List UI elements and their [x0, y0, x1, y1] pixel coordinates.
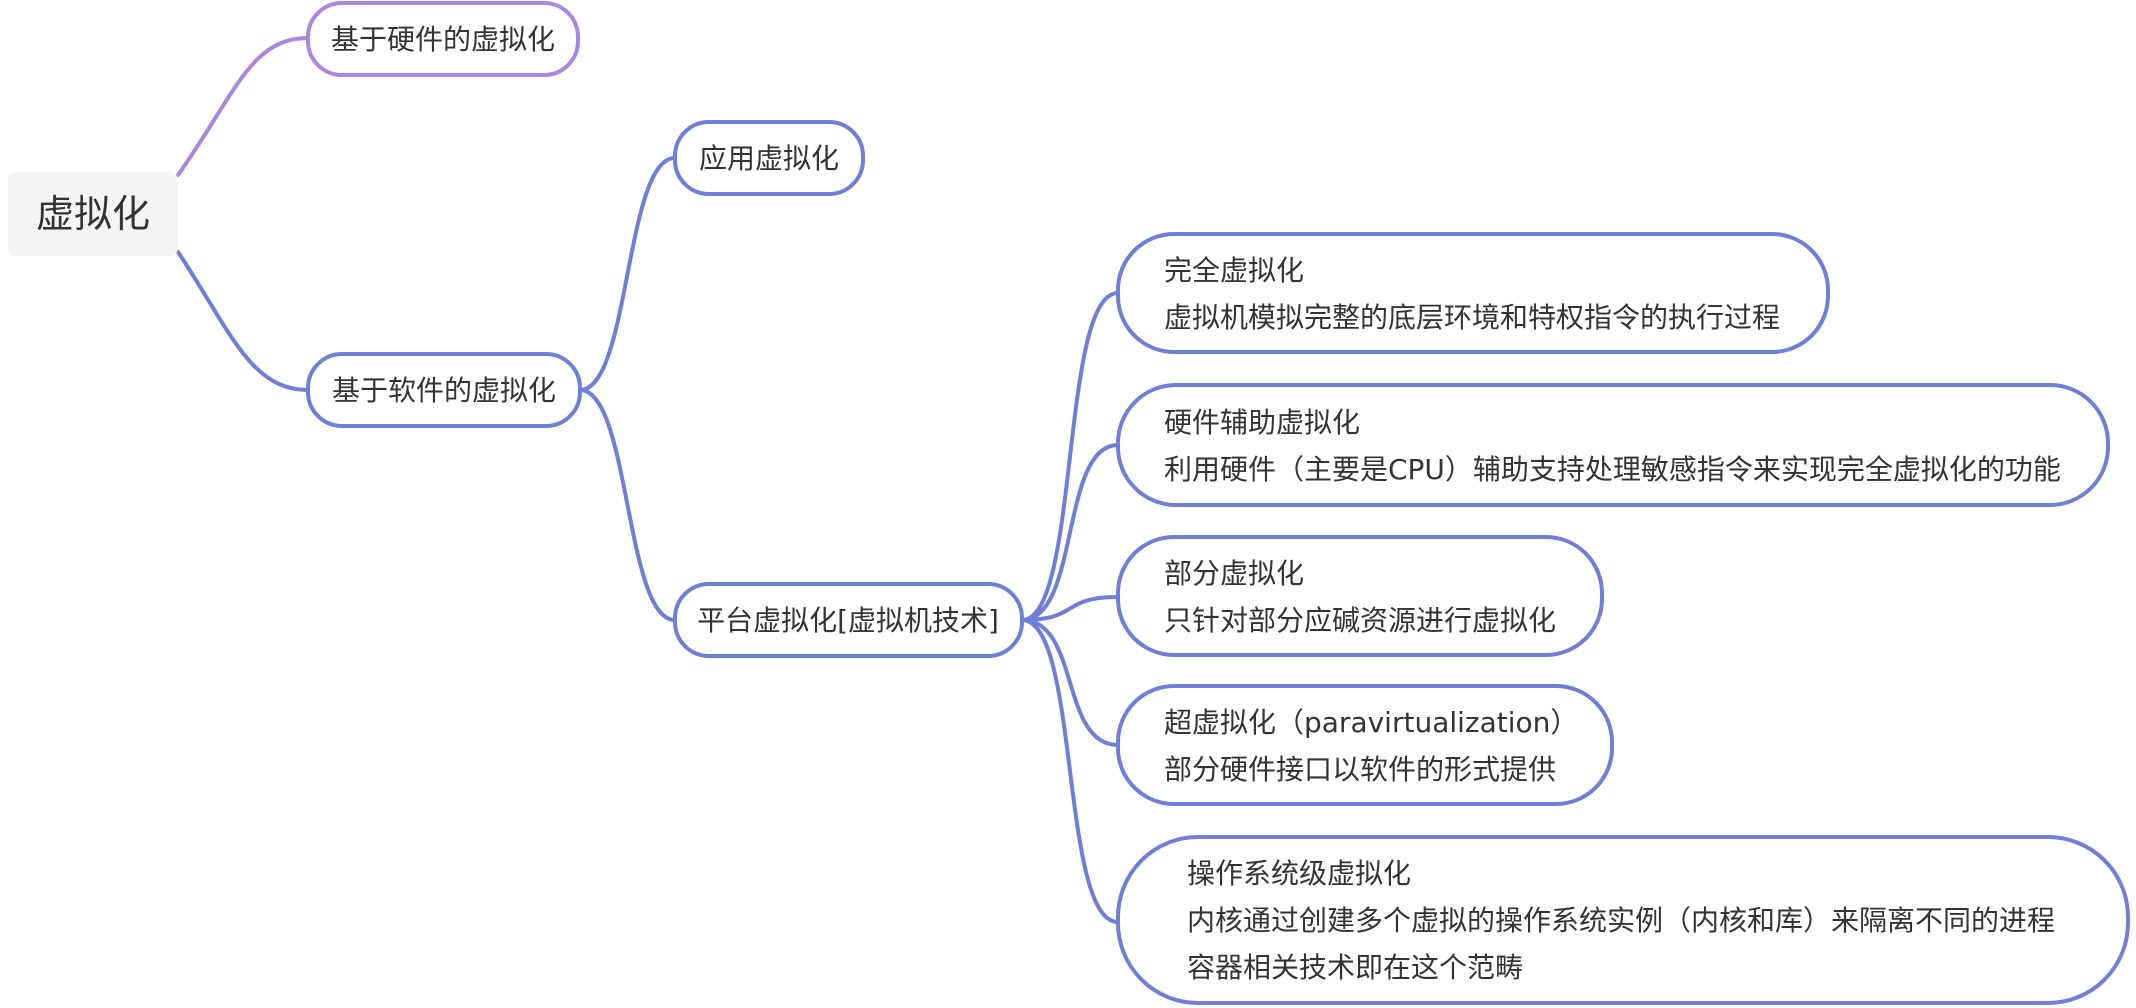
node-full-virtualization-desc: 虚拟机模拟完整的底层环境和特权指令的执行过程: [1164, 301, 1780, 334]
node-os-virtualization-note: 容器相关技术即在这个范畴: [1187, 951, 1523, 984]
edge-platform-para: [1020, 618, 1120, 747]
edge-platform-partial: [1020, 595, 1120, 622]
node-para-virtualization-desc: 部分硬件接口以软件的形式提供: [1164, 753, 1556, 786]
node-partial-virtualization[interactable]: 部分虚拟化 只针对部分应碱资源进行虚拟化: [1116, 535, 1604, 657]
node-os-virtualization-title: 操作系统级虚拟化: [1187, 857, 1411, 890]
edge-software-app: [578, 156, 677, 392]
node-hardware-virtualization[interactable]: 基于硬件的虚拟化: [306, 1, 580, 77]
node-platform-virtualization[interactable]: 平台虚拟化[虚拟机技术]: [673, 582, 1024, 658]
edge-platform-full: [1020, 291, 1120, 622]
node-software-virtualization-label: 基于软件的虚拟化: [332, 374, 556, 407]
node-software-virtualization[interactable]: 基于软件的虚拟化: [306, 352, 582, 428]
edge-platform-os: [1020, 618, 1120, 924]
root-label: 虚拟化: [36, 192, 150, 236]
node-os-virtualization[interactable]: 操作系统级虚拟化 内核通过创建多个虚拟的操作系统实例（内核和库）来隔离不同的进程…: [1116, 835, 2130, 1005]
node-para-virtualization-title: 超虚拟化（paravirtualization）: [1164, 706, 1578, 739]
node-partial-virtualization-title: 部分虚拟化: [1164, 557, 1304, 590]
node-app-virtualization[interactable]: 应用虚拟化: [673, 120, 865, 196]
node-full-virtualization-title: 完全虚拟化: [1164, 254, 1304, 287]
root-node[interactable]: 虚拟化: [8, 172, 178, 256]
edge-root-software: [176, 250, 310, 392]
node-platform-virtualization-label: 平台虚拟化[虚拟机技术]: [697, 604, 999, 637]
node-hwassist-virtualization-title: 硬件辅助虚拟化: [1164, 406, 1360, 439]
node-hwassist-virtualization[interactable]: 硬件辅助虚拟化 利用硬件（主要是CPU）辅助支持处理敏感指令来实现完全虚拟化的功…: [1116, 383, 2110, 507]
node-partial-virtualization-desc: 只针对部分应碱资源进行虚拟化: [1164, 604, 1556, 637]
node-full-virtualization[interactable]: 完全虚拟化 虚拟机模拟完整的底层环境和特权指令的执行过程: [1116, 232, 1830, 354]
node-para-virtualization[interactable]: 超虚拟化（paravirtualization） 部分硬件接口以软件的形式提供: [1116, 684, 1614, 806]
node-os-virtualization-desc: 内核通过创建多个虚拟的操作系统实例（内核和库）来隔离不同的进程: [1187, 904, 2055, 937]
edge-root-hardware: [176, 36, 310, 177]
edge-software-platform: [578, 388, 677, 622]
node-hardware-virtualization-label: 基于硬件的虚拟化: [331, 23, 555, 56]
node-hwassist-virtualization-desc: 利用硬件（主要是CPU）辅助支持处理敏感指令来实现完全虚拟化的功能: [1164, 453, 2061, 486]
edge-platform-hwassist: [1020, 443, 1120, 622]
node-app-virtualization-label: 应用虚拟化: [699, 142, 839, 175]
